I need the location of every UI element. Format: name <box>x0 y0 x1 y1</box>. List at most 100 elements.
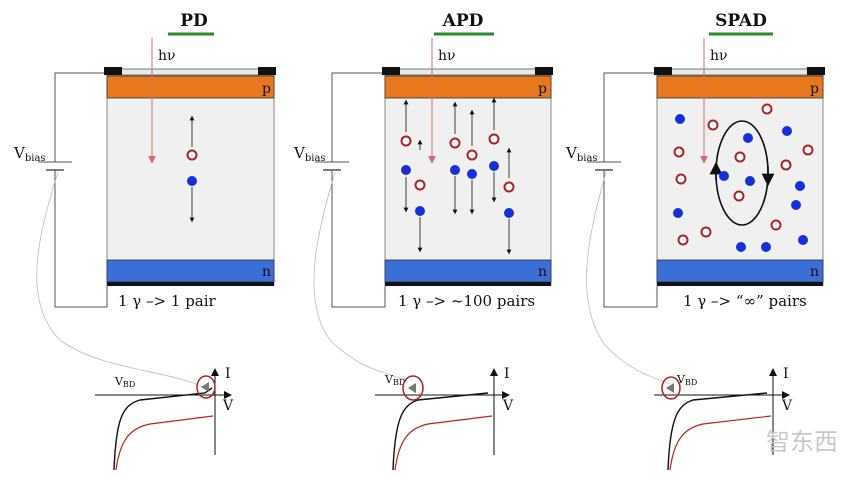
carriers <box>186 115 198 223</box>
n-layer <box>384 259 552 283</box>
electron <box>187 176 197 186</box>
electron <box>401 165 411 175</box>
iv-black-curve <box>392 392 489 471</box>
hole <box>770 219 782 231</box>
bias-label: Vbias <box>13 144 46 164</box>
electron <box>489 161 499 171</box>
gain-caption: 1 γ –> ~100 pairs <box>398 292 535 310</box>
electron <box>719 171 729 181</box>
p-layer <box>106 75 275 99</box>
contact-left <box>104 67 122 75</box>
electron <box>504 208 514 218</box>
hole <box>488 133 500 145</box>
electron <box>745 176 755 186</box>
p-layer <box>656 75 824 99</box>
carriers <box>400 97 515 255</box>
carriers <box>673 103 814 252</box>
iv-curve: I V VBD <box>95 366 234 471</box>
p-label: p <box>538 81 547 97</box>
photon-label: hν <box>438 48 456 64</box>
n-label: n <box>810 264 819 280</box>
hole <box>780 159 792 171</box>
n-layer <box>656 259 824 283</box>
v-axis-label: V <box>222 398 234 414</box>
hole <box>700 226 712 238</box>
operating-point-icon <box>666 383 674 393</box>
i-axis-label: I <box>504 366 510 382</box>
bias-wire-bottom <box>54 170 108 308</box>
operating-point-icon <box>408 383 416 393</box>
iv-connector <box>586 171 671 385</box>
vbd-label: VBD <box>114 375 135 389</box>
electron <box>675 114 685 124</box>
hole <box>802 144 814 156</box>
electron <box>761 242 771 252</box>
photon-label: hν <box>710 48 728 64</box>
electron <box>450 165 460 175</box>
panel-spad: SPAD Vbias p n hν <box>565 11 825 471</box>
contact-left <box>654 67 672 75</box>
hole <box>186 149 198 161</box>
bias-label: Vbias <box>565 144 598 164</box>
hole <box>761 103 773 115</box>
hole <box>675 173 687 185</box>
panel-title: PD <box>180 11 208 31</box>
iv-connector <box>313 171 406 381</box>
iv-red-curve <box>394 415 493 471</box>
iv-curve: I V VBD <box>654 366 793 471</box>
p-label: p <box>262 81 271 97</box>
watermark-text: 智东西 <box>766 428 838 456</box>
bottom-contact <box>657 282 823 286</box>
bias-label: Vbias <box>293 144 326 164</box>
hole <box>414 179 426 191</box>
depletion-region <box>384 72 552 286</box>
p-layer <box>384 75 552 99</box>
electron <box>467 169 477 179</box>
electron <box>795 181 805 191</box>
hole <box>466 149 478 161</box>
iv-red-curve <box>115 415 214 471</box>
operating-point-marker <box>196 375 216 399</box>
panel-title: SPAD <box>715 11 767 31</box>
panel-apd: APD Vbias p n hν <box>293 11 553 471</box>
operating-point-icon <box>201 382 209 392</box>
hole <box>733 190 745 202</box>
contact-right <box>807 67 825 75</box>
bias-wire-top <box>331 72 385 162</box>
top-contact <box>656 68 824 76</box>
hole <box>503 181 515 193</box>
gain-caption: 1 γ –> 1 pair <box>118 292 217 310</box>
top-contact <box>106 68 275 76</box>
hole <box>677 234 689 246</box>
n-layer <box>106 259 275 283</box>
n-label: n <box>538 264 547 280</box>
vbd-label: VBD <box>676 373 697 387</box>
electron <box>798 235 808 245</box>
operating-point-marker <box>402 375 424 401</box>
iv-red-curve <box>669 415 772 471</box>
iv-connector <box>36 171 206 389</box>
bias-wire-top <box>603 72 657 162</box>
vbd-label: VBD <box>384 373 405 387</box>
bias-wire-bottom <box>331 170 386 308</box>
p-label: p <box>810 81 819 97</box>
bias-wire-bottom <box>603 170 658 308</box>
i-axis-label: I <box>783 366 789 382</box>
electron <box>782 126 792 136</box>
v-axis-label: V <box>781 398 793 414</box>
panel-pd: PD Vbias p n hν 1 γ –> 1 pair <box>13 11 276 471</box>
top-contact <box>384 68 552 76</box>
gain-caption: 1 γ –> “∞” pairs <box>683 292 807 310</box>
electron <box>736 242 746 252</box>
electron <box>415 206 425 216</box>
iv-black-curve <box>667 392 768 471</box>
iv-black-curve <box>113 387 213 471</box>
hole <box>449 137 461 149</box>
contact-left <box>382 67 400 75</box>
contact-right <box>535 67 553 75</box>
hole <box>734 151 746 163</box>
hole <box>673 146 685 158</box>
contact-right <box>258 67 276 75</box>
bias-wire-top <box>54 72 107 162</box>
